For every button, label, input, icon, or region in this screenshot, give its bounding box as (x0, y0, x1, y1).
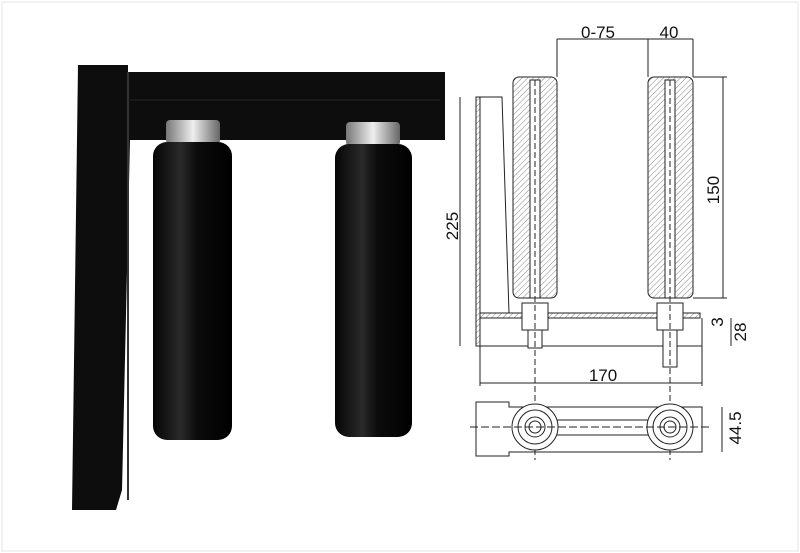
dim-base-width: 44.5 (726, 411, 745, 444)
dim-total-height: 225 (443, 212, 462, 240)
dimension-labels: 0-75 40 150 225 3 28 170 44.5 (443, 23, 750, 445)
roller-left (153, 120, 232, 440)
dim-base-height: 28 (731, 323, 750, 342)
bracket (72, 65, 445, 510)
product-photo (72, 65, 445, 510)
dim-plate-thickness: 3 (708, 317, 727, 326)
technical-drawing (459, 38, 732, 460)
roller-right (335, 122, 412, 437)
plan-view (470, 401, 723, 457)
dim-base-length: 170 (589, 366, 617, 385)
dim-roller-height: 150 (704, 176, 723, 204)
dim-roller-diameter: 40 (660, 23, 679, 42)
dim-roller-gap: 0-75 (581, 23, 615, 42)
